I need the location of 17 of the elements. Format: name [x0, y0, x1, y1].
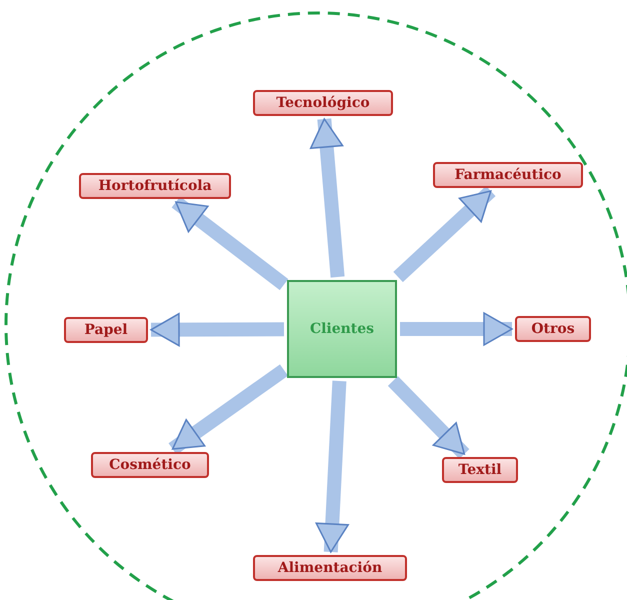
- block-arrow: [393, 186, 496, 282]
- block-arrow: [172, 196, 288, 290]
- category-label: Tecnológico: [253, 90, 393, 116]
- category-label: Otros: [515, 316, 591, 342]
- block-arrow: [150, 312, 284, 346]
- block-arrow: [388, 376, 470, 459]
- central-box: Clientes: [287, 280, 397, 378]
- category-label: Hortofrutícola: [79, 173, 231, 199]
- block-arrow: [315, 380, 349, 553]
- block-arrow: [310, 118, 345, 278]
- block-arrow: [400, 312, 513, 346]
- category-label: Papel: [64, 317, 148, 343]
- category-label: Farmacéutico: [433, 162, 583, 188]
- category-label: Alimentación: [253, 555, 407, 581]
- category-label: Cosmético: [91, 452, 209, 478]
- category-label: Textil: [442, 457, 518, 483]
- block-arrow: [168, 364, 288, 455]
